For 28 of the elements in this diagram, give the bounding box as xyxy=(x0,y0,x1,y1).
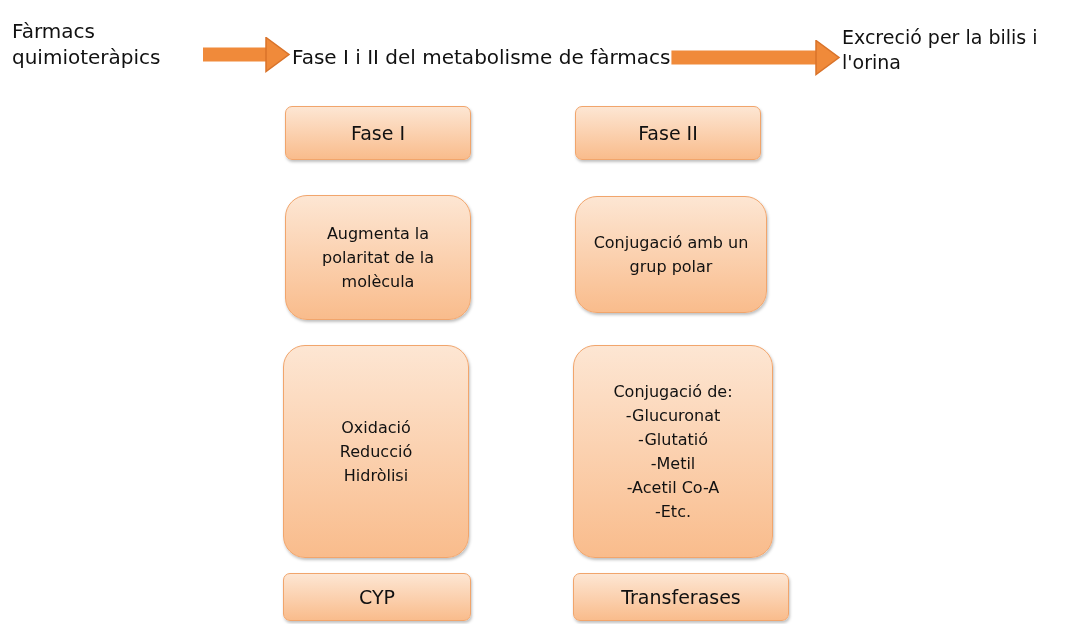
node-text: Excreció per la bilis i l'orina xyxy=(842,25,1039,75)
node-text: Oxidació xyxy=(341,416,411,439)
node-text: Augmenta la polaritat de la molècula xyxy=(321,222,435,293)
rounded-box xyxy=(573,345,773,558)
node-text: -Glutatió xyxy=(638,428,708,451)
process-box xyxy=(283,573,471,621)
node-text: Conjugació amb un grup polar xyxy=(592,231,750,278)
process-box xyxy=(285,106,471,160)
node-text: -Metil xyxy=(650,452,696,475)
block-arrow xyxy=(671,39,840,76)
node-text: -Acetil Co-A xyxy=(626,476,720,499)
node-text: Fàrmacs quimioteràpics xyxy=(12,18,162,70)
node-text: -Etc. xyxy=(654,500,691,523)
node-text: Fase II xyxy=(638,120,698,146)
node-text: -Glucuronat xyxy=(625,404,721,427)
node-text: Transferases xyxy=(621,584,741,610)
rounded-box xyxy=(575,196,767,313)
node-text: Fase I i II del metabolisme de fàrmacs xyxy=(292,44,671,70)
block-arrow xyxy=(203,36,290,73)
rounded-box xyxy=(283,345,469,558)
node-text: CYP xyxy=(359,584,395,610)
node-text: Fase I xyxy=(350,120,406,146)
process-box xyxy=(573,573,789,621)
process-box xyxy=(575,106,761,160)
node-text: Conjugació de: xyxy=(613,380,733,403)
rounded-box xyxy=(285,195,471,320)
node-text: Hidròlisi xyxy=(343,464,409,487)
node-text: Reducció xyxy=(339,440,413,463)
